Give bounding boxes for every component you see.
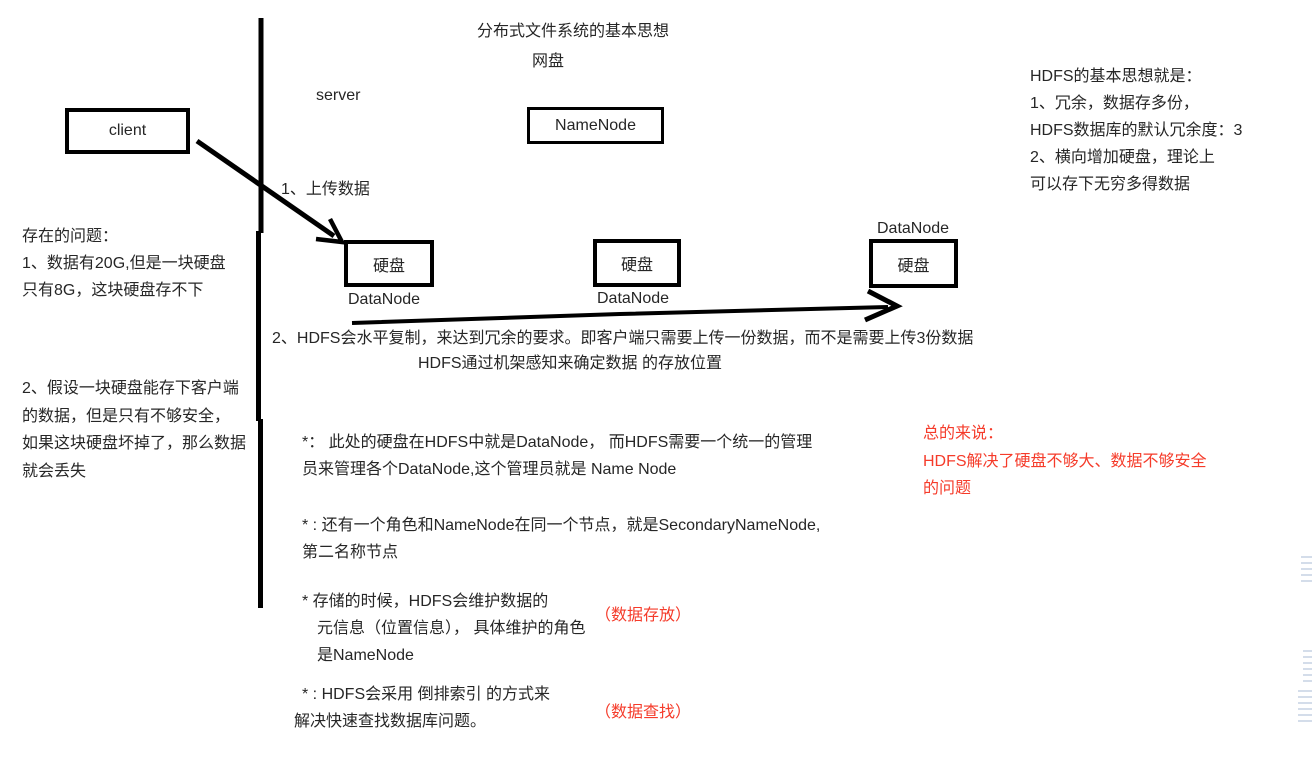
hdfs-idea-line4: 2、横向增加硬盘，理论上 [1030, 149, 1215, 166]
disk-label: 硬盘 [897, 257, 930, 275]
note2-line1: * : 还有一个角色和NameNode在同一个节点，就是SecondaryNam… [302, 517, 821, 534]
lookup-tag: （数据查找） [595, 704, 692, 721]
edge-artifact [1298, 690, 1312, 724]
page-subtitle: 网盘 [532, 53, 565, 70]
upload-step-label: 1、上传数据 [281, 181, 370, 198]
namenode-label: NameNode [555, 116, 636, 134]
datanode-label-2: DataNode [597, 290, 670, 307]
hdfs-idea-line1: HDFS的基本思想就是： [1030, 68, 1202, 85]
datanode-label-3: DataNode [877, 220, 950, 237]
problems-title: 存在的问题： [22, 228, 119, 245]
problem2-line4: 就会丢失 [22, 463, 87, 480]
note2-line2: 第二名称节点 [302, 544, 399, 561]
storage-tag: （数据存放） [595, 607, 692, 624]
summary-line3: 的问题 [923, 480, 972, 497]
problem1-line2: 只有8G，这块硬盘存不下 [22, 282, 204, 299]
datanode-label-1: DataNode [348, 291, 421, 308]
note3-line2: 元信息（位置信息）， 具体维护的角色 [317, 620, 586, 637]
hdfs-idea-line3: HDFS数据库的默认冗余度：3 [1030, 122, 1243, 139]
disk-box-1: 硬盘 [344, 240, 434, 287]
summary-line2: HDFS解决了硬盘不够大、数据不够安全 [923, 453, 1207, 470]
vertical-divider-line [256, 18, 264, 608]
note1-line1: *： 此处的硬盘在HDFS中就是DataNode， 而HDFS需要一个统一的管理 [302, 434, 813, 451]
summary-line1: 总的来说： [923, 425, 1004, 442]
disk-label: 硬盘 [620, 257, 653, 274]
replication-note-line1: 2、HDFS会水平复制，来达到冗余的要求。即客户端只需要上传一份数据，而不是需要… [272, 330, 974, 347]
disk-box-2: 硬盘 [593, 239, 681, 287]
edge-artifact [1301, 556, 1312, 582]
problem2-line3: 如果这块硬盘坏掉了，那么数据 [22, 435, 247, 452]
note3-line1: * 存储的时候，HDFS会维护数据的 [302, 593, 549, 610]
client-node-box: client [65, 108, 190, 154]
note3-line3: 是NameNode [317, 647, 414, 664]
note4-line2: 解决快速查找数据库问题。 [294, 713, 487, 730]
client-node-label: client [108, 122, 147, 139]
edge-artifact [1303, 650, 1312, 684]
note1-line2: 员来管理各个DataNode,这个管理员就是 Name Node [302, 461, 677, 478]
problem2-line1: 2、假设一块硬盘能存下客户端 [22, 380, 239, 397]
disk-box-3: 硬盘 [869, 239, 958, 288]
problem1-line1: 1、数据有20G,但是一块硬盘 [22, 255, 226, 272]
note4-line1: * : HDFS会采用 倒排索引 的方式来 [302, 686, 551, 703]
hdfs-idea-line5: 可以存下无穷多得数据 [1030, 176, 1191, 193]
hdfs-idea-line2: 1、冗余，数据存多份， [1030, 95, 1199, 112]
page-title: 分布式文件系统的基本思想 [477, 23, 670, 40]
server-label: server [316, 87, 361, 104]
replication-note-line2: HDFS通过机架感知来确定数据 的存放位置 [418, 355, 723, 372]
namenode-box: NameNode [527, 107, 664, 144]
problem2-line2: 的数据，但是只有不够安全， [22, 408, 231, 425]
disk-label: 硬盘 [372, 257, 405, 275]
